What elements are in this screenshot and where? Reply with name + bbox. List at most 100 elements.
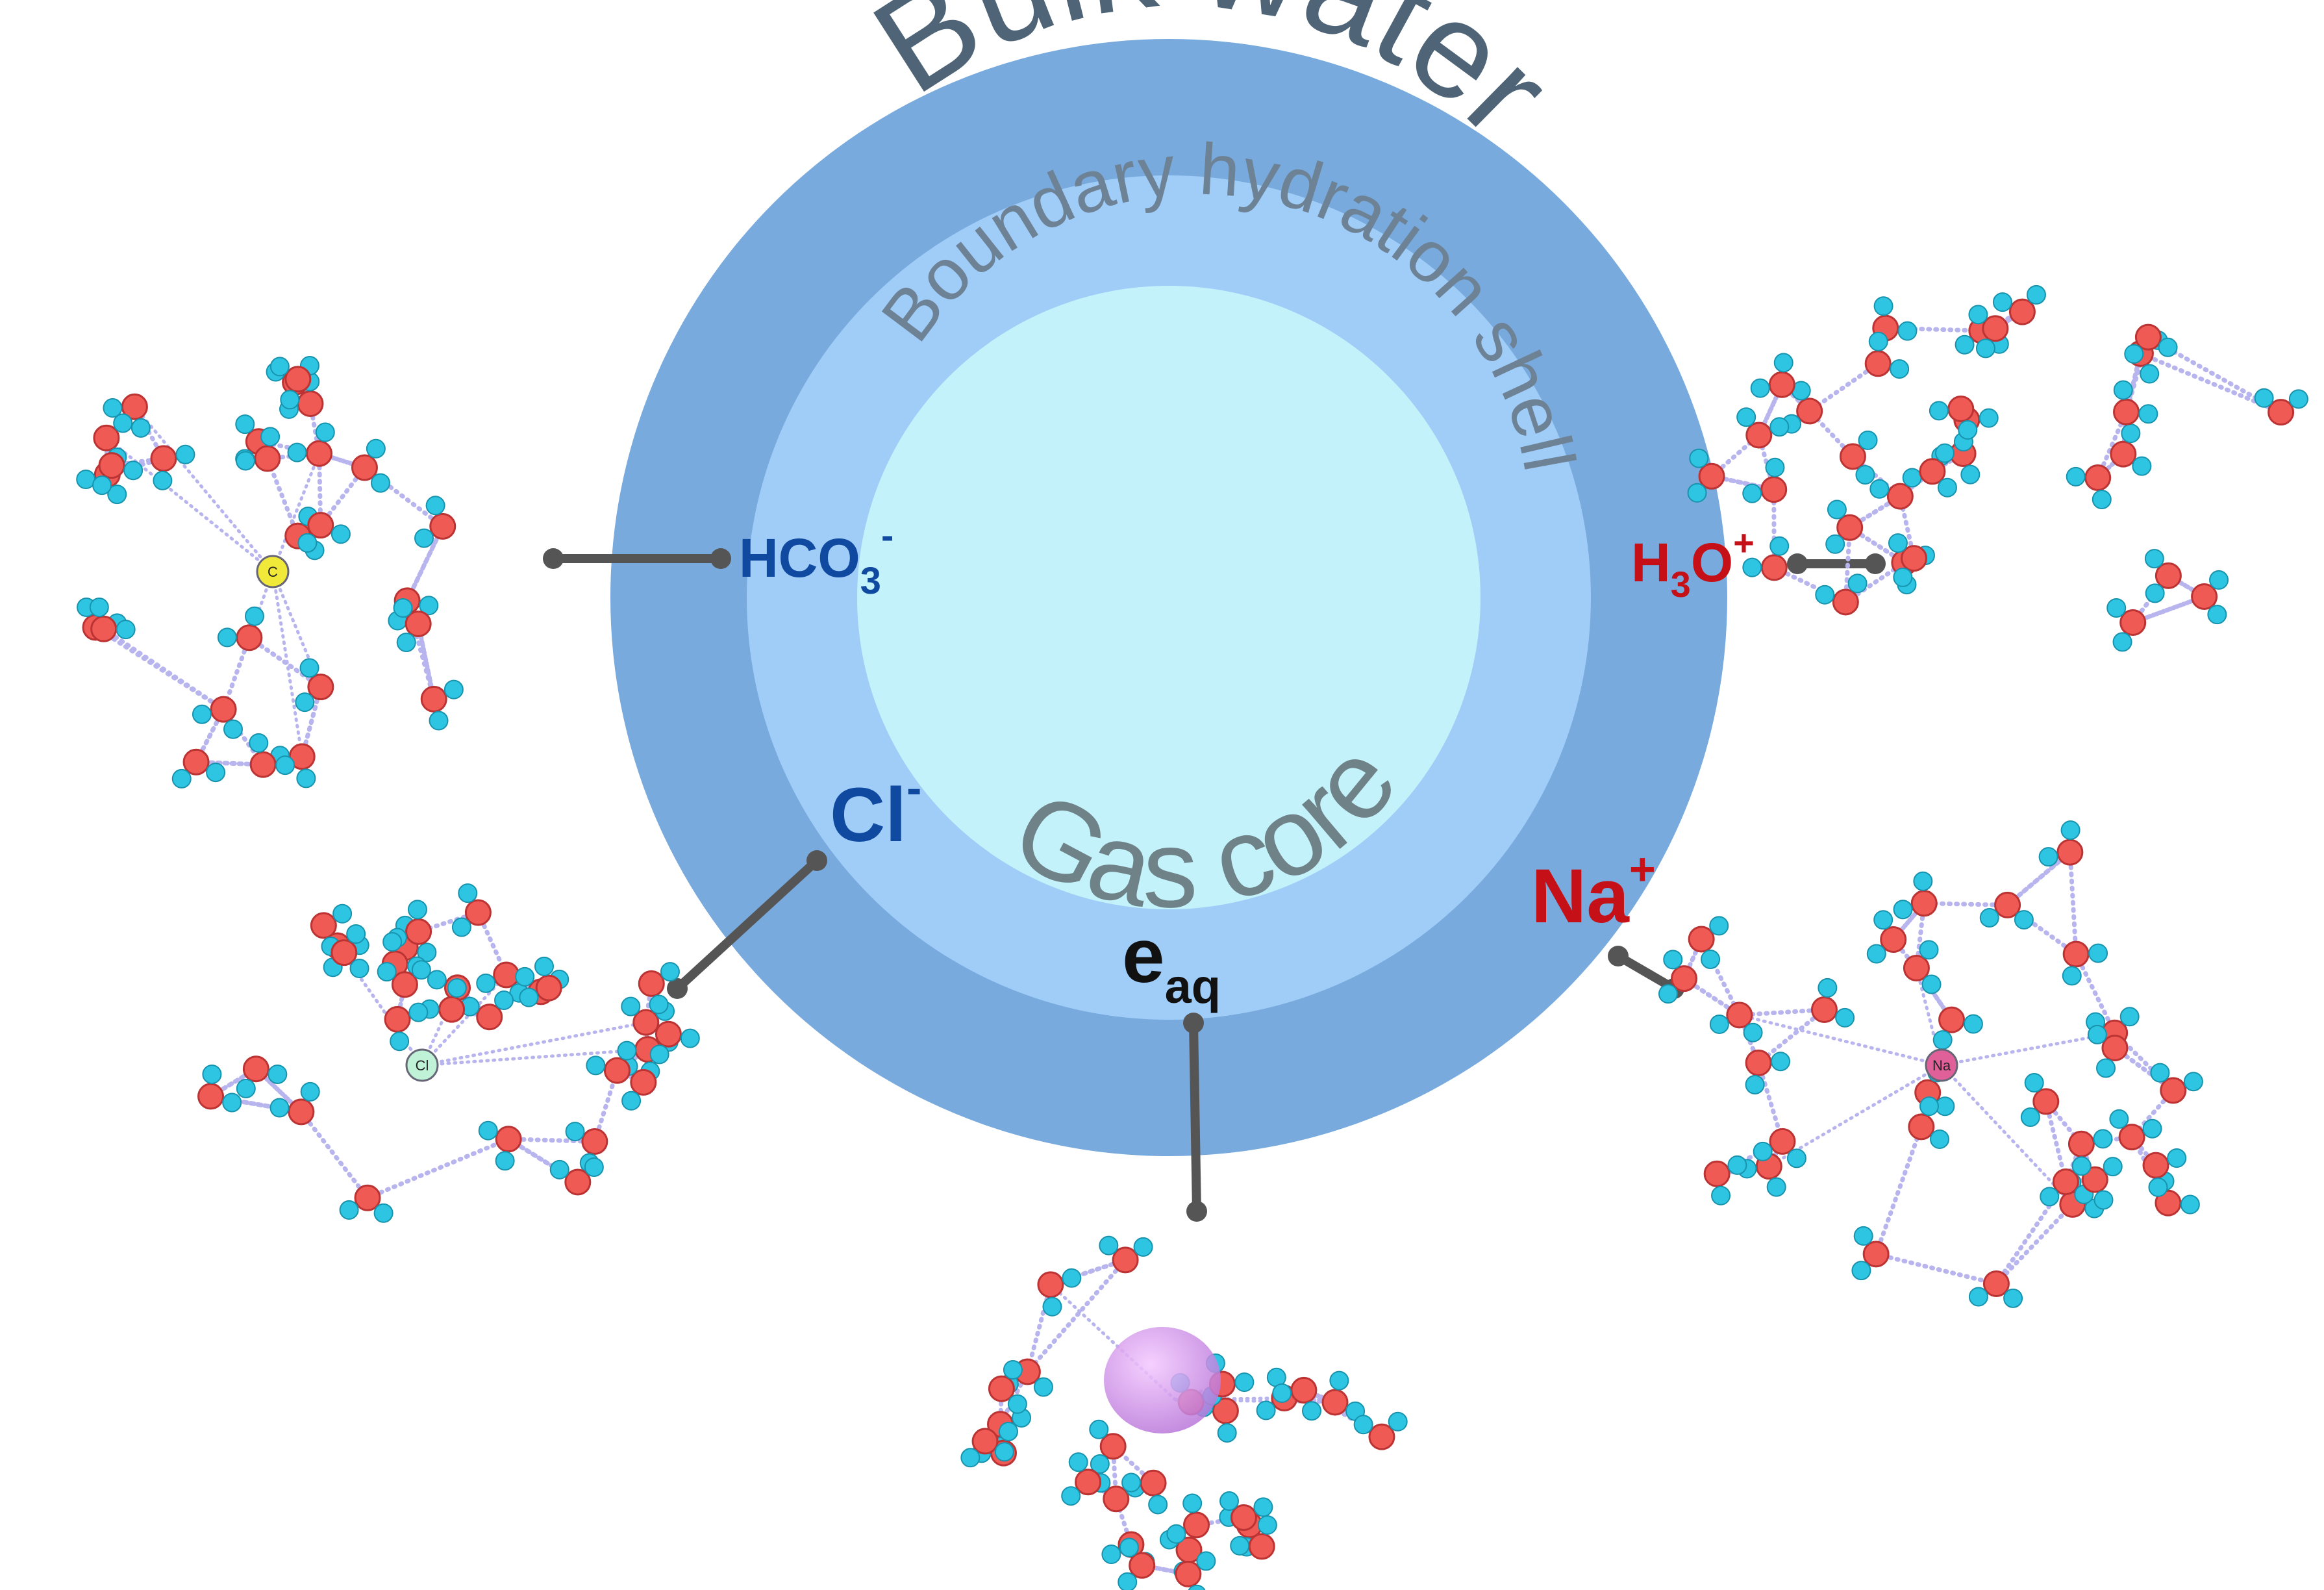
hydrogen-atom <box>1769 417 1790 437</box>
hydrogen-atom <box>549 1159 569 1180</box>
hydrogen-atom <box>1958 420 1978 440</box>
hydrogen-atom <box>1750 378 1770 398</box>
hydrogen-atom <box>2106 598 2127 618</box>
oxygen-atom <box>310 912 337 939</box>
hydrogen-atom <box>2145 583 2165 603</box>
hydrogen-atom <box>2132 456 2152 476</box>
hydrogen-atom <box>2207 605 2227 625</box>
oxygen-atom <box>354 1184 381 1211</box>
hydrogen-bond <box>506 1137 597 1144</box>
hydrogen-bond <box>405 524 445 603</box>
coordination-bond <box>1767 1063 1943 1168</box>
oxygen-atom <box>1183 1511 1210 1539</box>
hydrogen-atom <box>1118 1572 1138 1590</box>
hydrogen-atom <box>1869 479 1890 499</box>
hydrogen-atom <box>2180 1194 2200 1215</box>
oxygen-atom <box>1760 476 1788 503</box>
hydrogen-atom <box>960 1448 981 1468</box>
eaq-label: eaq <box>1122 913 1221 1013</box>
hydrogen-bond <box>1993 1202 2075 1287</box>
hydrogen-atom <box>223 719 243 739</box>
hydrogen-atom <box>649 1044 669 1065</box>
hydrogen-atom <box>621 1091 642 1111</box>
hydrogen-atom <box>1711 1185 1731 1205</box>
oxygen-atom <box>1703 1160 1731 1187</box>
hydrogen-atom <box>1089 1419 1109 1439</box>
oxygen-atom <box>1864 350 1892 377</box>
hydrogen-atom <box>103 398 123 418</box>
connector-na <box>1614 952 1679 993</box>
coordination-bond <box>1738 1013 1943 1067</box>
hydrogen-atom <box>2038 847 2058 867</box>
connector-dot <box>710 548 731 569</box>
connector-dot <box>1183 1013 1204 1033</box>
hydrogen-atom <box>1388 1411 1408 1432</box>
oxygen-atom <box>1099 1433 1127 1460</box>
center-ion-atom <box>1925 1048 1958 1082</box>
hydrogen-atom <box>1765 457 1785 477</box>
center-ion-symbol: Cl <box>416 1057 429 1074</box>
oxygen-atom <box>1880 926 1907 953</box>
hydrogen-atom <box>2014 910 2034 930</box>
hydrogen-atom <box>1921 974 1942 994</box>
hydrogen-atom <box>1166 1524 1186 1544</box>
hydrogen-atom <box>206 763 226 783</box>
hydrogen-atom <box>1773 353 1793 373</box>
hydrogen-atom <box>1873 296 1893 316</box>
oxygen-atom <box>1129 1552 1156 1579</box>
oxygen-atom <box>210 696 237 723</box>
oxygen-atom <box>1175 1560 1202 1587</box>
hydrogen-atom <box>382 932 403 952</box>
hydrogen-bond <box>101 626 226 712</box>
hydrogen-atom <box>1847 574 1868 594</box>
coordination-bond <box>105 436 275 574</box>
eaq-water-cluster <box>960 1235 1408 1590</box>
oxygen-atom <box>1230 1504 1257 1532</box>
hydrogen-atom <box>2112 632 2132 652</box>
hydrogen-atom <box>1968 1287 1988 1307</box>
oxygen-atom <box>1140 1469 1167 1496</box>
hydrogen-atom <box>419 596 439 616</box>
hydrogen-atom <box>275 755 295 776</box>
oxygen-atom <box>1290 1376 1318 1404</box>
oxygen-atom <box>1901 545 1928 572</box>
hydrogen-atom <box>2254 388 2274 408</box>
hydrogen-atom <box>1873 910 1893 930</box>
hydrogen-atom <box>1919 940 1939 960</box>
hydrogen-atom <box>1858 430 1878 450</box>
hydrogen-atom <box>192 704 212 724</box>
oxygen-atom <box>1982 1270 2010 1298</box>
hydrogen-atom <box>429 711 449 731</box>
hydrogen-atom <box>2103 1157 2123 1177</box>
hydrogen-atom <box>1068 1452 1088 1472</box>
oxygen-atom <box>2052 1168 2079 1196</box>
hydrogen-atom <box>1217 1423 1237 1443</box>
oxygen-atom <box>2134 323 2162 351</box>
hydrogen-atom <box>1133 1237 1153 1257</box>
hydrogen-bond <box>1873 1124 1924 1257</box>
hydrogen-atom <box>393 598 413 618</box>
oxygen-atom <box>638 970 665 997</box>
connector-dot <box>1608 946 1629 966</box>
hydrogen-atom <box>2003 1288 2023 1308</box>
hydrogen-atom <box>235 451 255 471</box>
hydrogen-atom <box>447 978 467 998</box>
hydrogen-atom <box>2167 1148 2187 1168</box>
gas-core <box>857 286 1481 909</box>
hydrogen-atom <box>1257 1515 1277 1535</box>
hydrogen-atom <box>1975 338 1995 359</box>
hydrogen-atom <box>444 679 464 700</box>
hydrogen-atom <box>1301 1401 1321 1421</box>
hydrogen-atom <box>235 414 255 435</box>
hydrogen-atom <box>2024 1073 2044 1093</box>
hydrogen-atom <box>1658 984 1678 1004</box>
hydrogen-atom <box>153 470 173 490</box>
oxygen-atom <box>1947 396 1975 423</box>
hydrogen-atom <box>287 442 307 462</box>
hydrogen-bond <box>1873 1252 1999 1287</box>
oxygen-atom <box>988 1375 1015 1402</box>
hydrogen-atom <box>1196 1551 1216 1571</box>
oxygen-atom <box>1886 483 1914 510</box>
oxygen-atom <box>1938 1006 1966 1033</box>
connector-dot <box>667 978 688 999</box>
